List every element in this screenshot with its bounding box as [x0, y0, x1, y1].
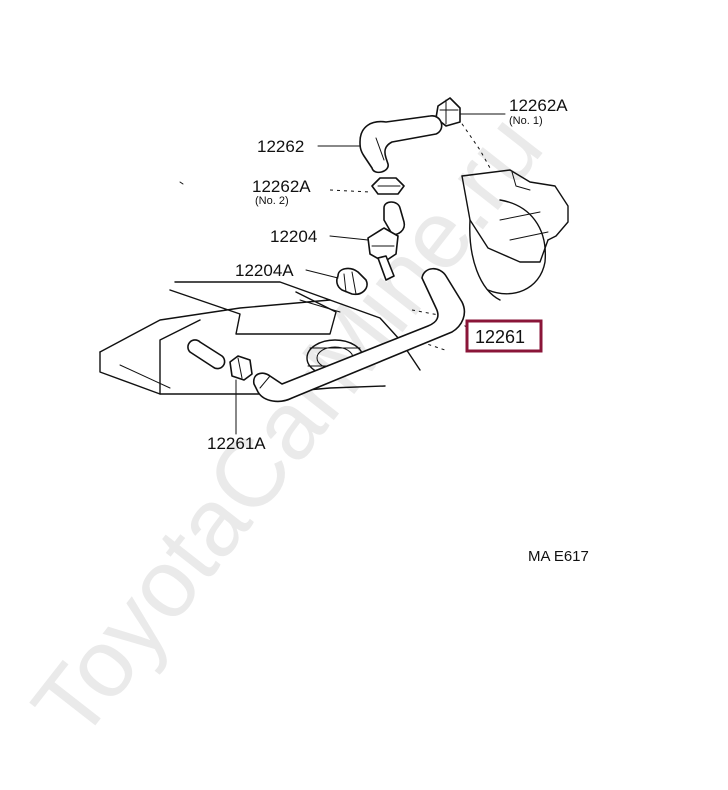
- leader-12204A: [305, 269, 339, 279]
- leader-12204: [329, 235, 369, 241]
- sublabel-12262A-no1: (No. 1): [509, 115, 543, 127]
- label-12262A-no2[interactable]: 12262A: [252, 177, 311, 196]
- label-12204[interactable]: 12204: [270, 227, 317, 246]
- hose-12262[interactable]: [359, 115, 443, 174]
- diagram-code: MA E617: [528, 548, 589, 565]
- label-12261A[interactable]: 12261A: [207, 434, 266, 453]
- clamp-12261A[interactable]: [229, 355, 253, 381]
- label-12262[interactable]: 12262: [257, 137, 304, 156]
- hose-12261[interactable]: [252, 267, 466, 403]
- sublabel-12262A-no2: (No. 2): [255, 195, 289, 207]
- label-12261[interactable]: 12261: [475, 327, 525, 347]
- clamp-12262A-no2[interactable]: [371, 177, 405, 195]
- highlight-box-12261: [465, 319, 543, 353]
- pcv-valve-12204[interactable]: [367, 201, 406, 281]
- label-12262A-no1[interactable]: 12262A: [509, 96, 568, 115]
- label-12204A[interactable]: 12204A: [235, 261, 294, 280]
- grommet-12204A[interactable]: [336, 267, 368, 296]
